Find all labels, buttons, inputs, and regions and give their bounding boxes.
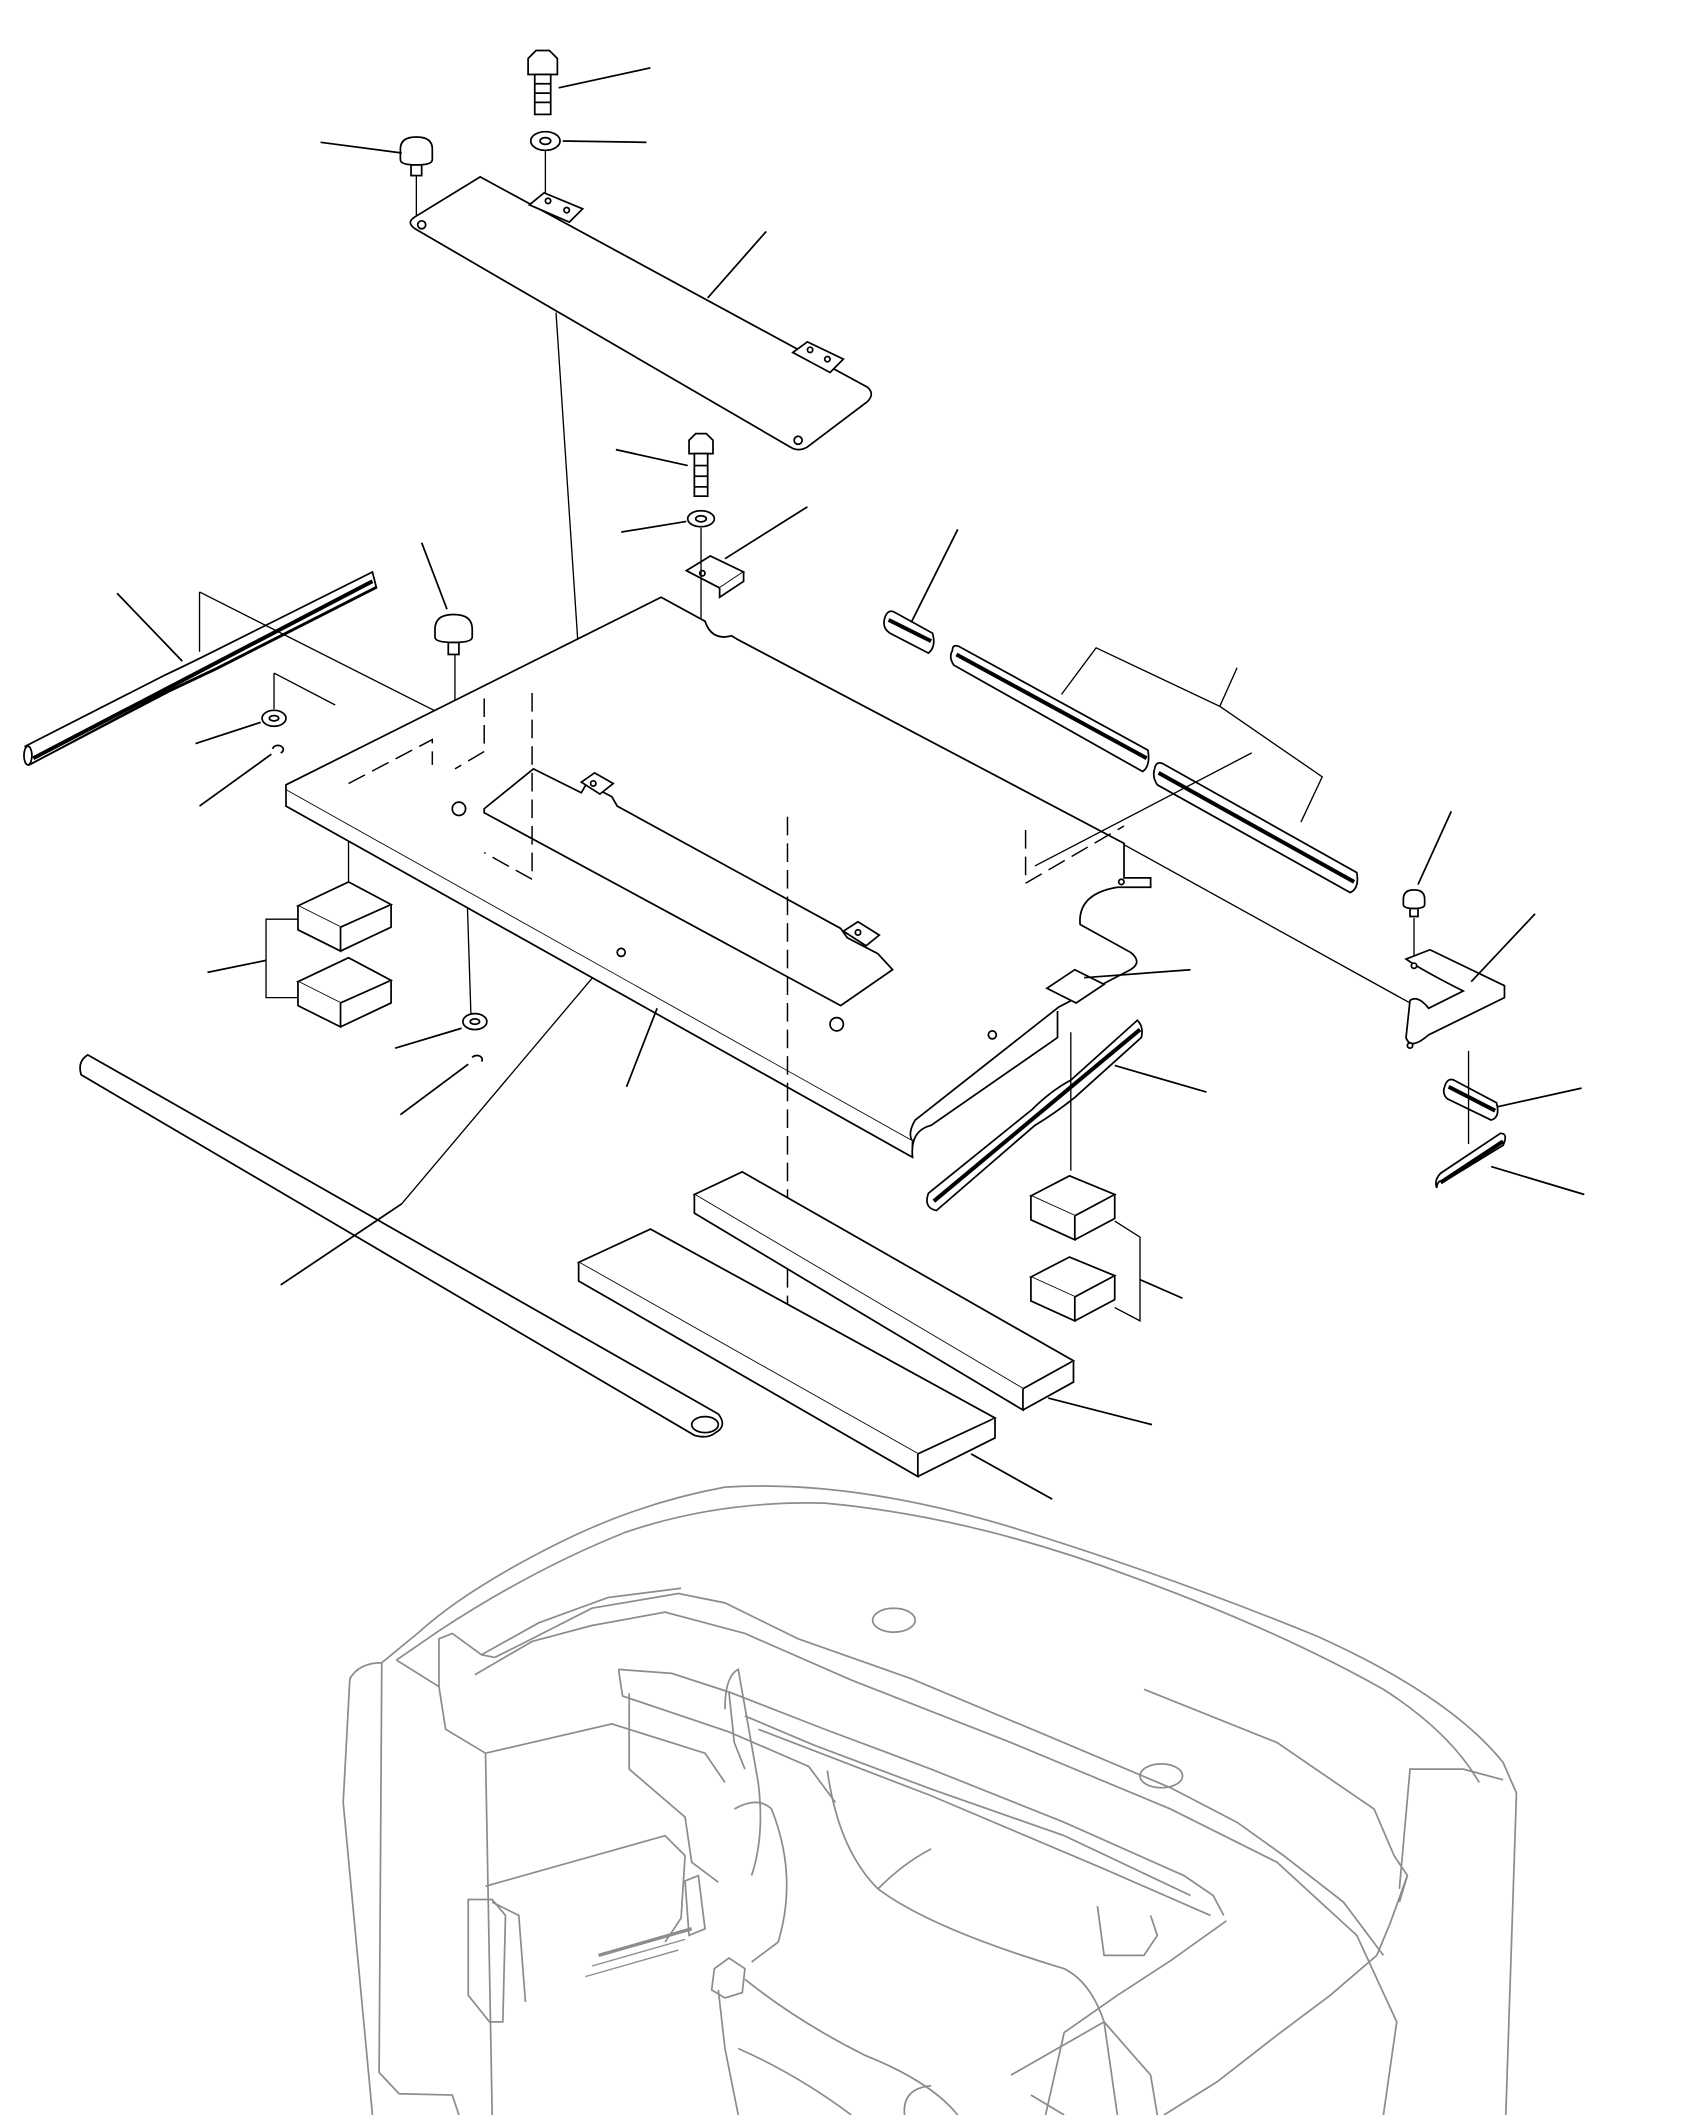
cover-knob (399, 136, 434, 177)
leader-center-bolt (615, 448, 688, 467)
leader-right-trim-small-1 (1497, 1087, 1582, 1108)
right-knob (1402, 889, 1426, 918)
small-trim-piece (883, 610, 935, 655)
leader-right-bracket (1470, 913, 1536, 983)
leader-center-washer (621, 520, 687, 533)
left-washer (261, 709, 287, 728)
leader-right-knob (1417, 811, 1453, 885)
leader-center-bracket (724, 506, 808, 560)
floor-plate-opening (483, 767, 894, 1007)
leader-lower-washer (394, 1027, 462, 1050)
leader-left-clip (199, 753, 272, 807)
top-cover-plate (409, 175, 873, 451)
right-corner-bracket (1404, 948, 1506, 1050)
right-trim-small-1 (1442, 1078, 1499, 1121)
leader-top-bolt (558, 66, 651, 89)
long-pad-1 (692, 1170, 1076, 1412)
center-washer (686, 509, 716, 528)
plate-hinge-2 (841, 920, 881, 947)
floor-plate (285, 596, 1191, 1336)
lower-left-washer (462, 1012, 488, 1031)
top-cover-assembly (320, 49, 873, 775)
right-trim-upper (949, 644, 1150, 773)
leader-right-trim-small-2 (1490, 1165, 1585, 1196)
long-pad-2 (576, 1228, 997, 1479)
machine-body-context (342, 1485, 1518, 2115)
leader-cover-knob (320, 141, 402, 154)
leader-top-washer (562, 140, 647, 144)
leader-lower-clip (399, 1063, 469, 1116)
right-parts (576, 529, 1585, 1500)
right-rail-trim (926, 1019, 1143, 1212)
right-trim-lower (1152, 762, 1359, 894)
left-rail-trim (23, 570, 378, 767)
plate-hinge-1 (579, 771, 615, 796)
cover-hinge-2 (791, 340, 845, 374)
center-fastener-group (615, 432, 808, 648)
center-bolt (688, 432, 714, 498)
leader-label-pad (1084, 968, 1191, 979)
leader-left-washer (195, 721, 261, 745)
right-rubber-block-2 (1028, 1256, 1117, 1323)
leader-long-pad-2 (970, 1453, 1053, 1500)
leader-long-pad-1 (1047, 1397, 1153, 1426)
top-washer (529, 130, 561, 152)
right-trim-small-2 (1435, 1132, 1507, 1189)
left-rubber-block-2 (295, 956, 394, 1029)
leader-left-blocks (207, 959, 267, 974)
leader-small-trim (910, 529, 959, 623)
left-rubber-block-1 (295, 880, 394, 953)
left-parts (23, 542, 724, 1438)
left-knob (434, 613, 474, 656)
leader-left-knob (420, 542, 448, 610)
top-bolt (527, 49, 559, 116)
leader-long-tube (280, 1203, 403, 1286)
right-rubber-block-1 (1028, 1174, 1117, 1242)
center-bracket (684, 555, 746, 599)
leader-top-cover (707, 230, 767, 299)
leader-right-rail (1114, 1064, 1207, 1093)
leader-floor-plate (625, 1007, 658, 1088)
leader-right-blocks (1139, 1278, 1183, 1300)
long-tube (79, 1053, 724, 1438)
cover-hinge-1 (527, 191, 585, 224)
leader-left-rail (116, 592, 183, 662)
